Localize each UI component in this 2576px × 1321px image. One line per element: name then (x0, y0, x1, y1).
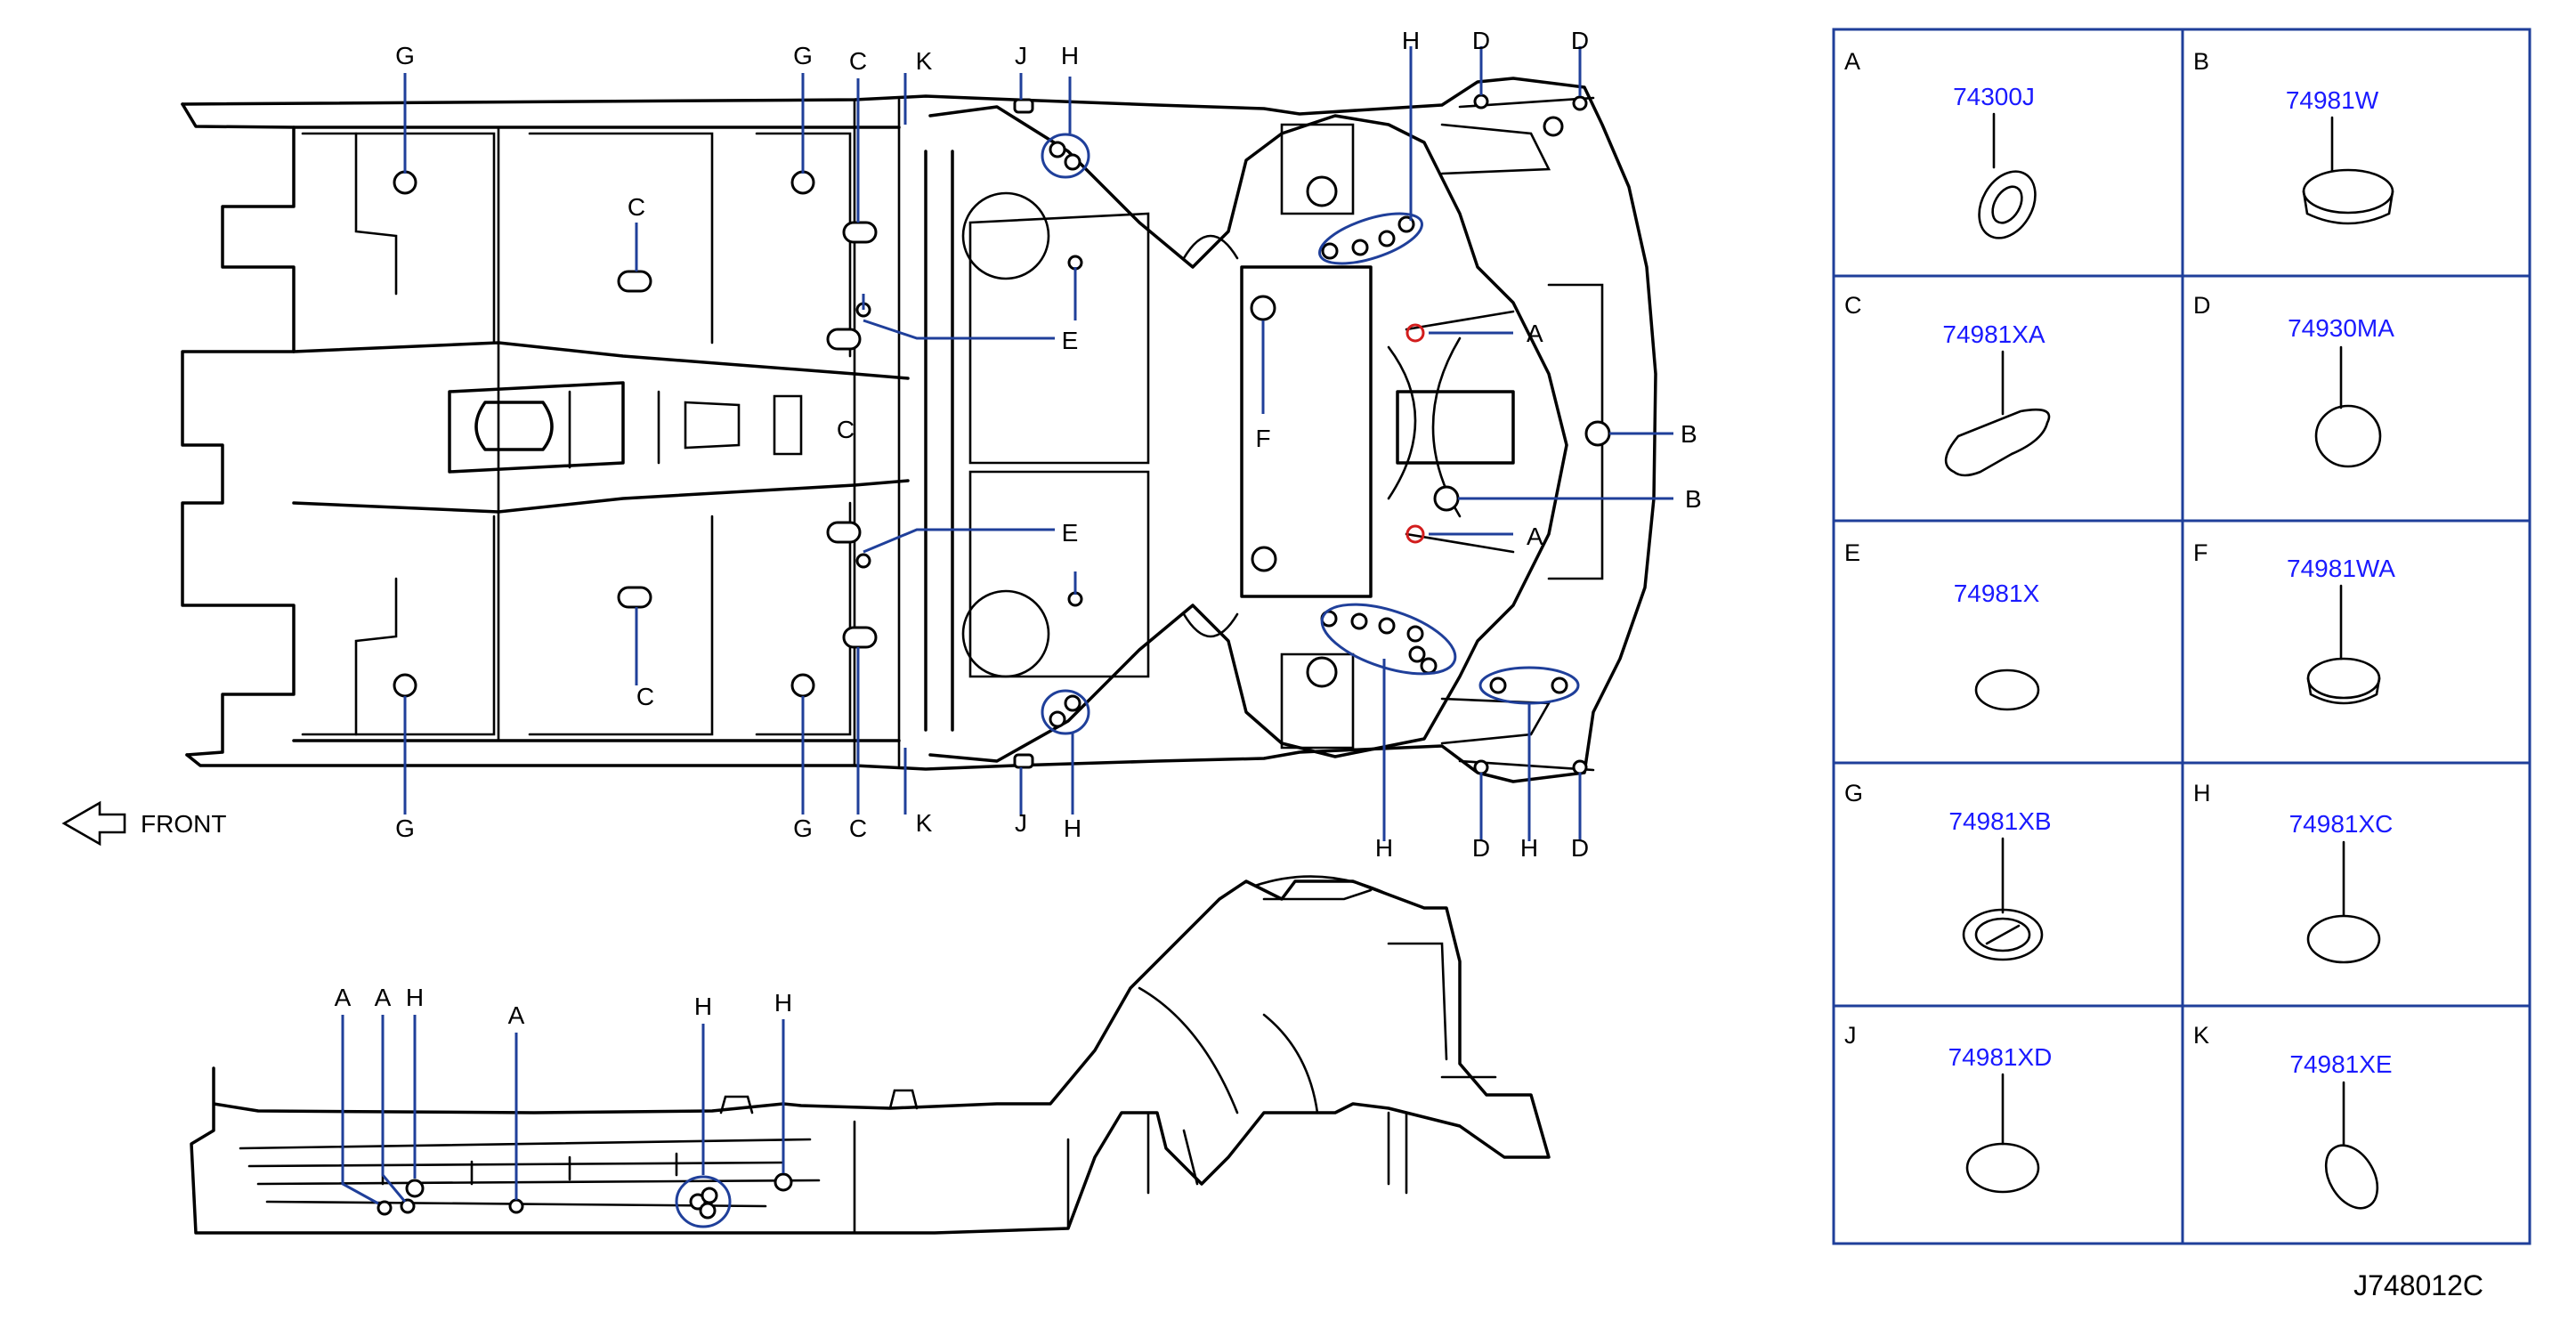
legend-part-G: 74981XB (1948, 807, 2051, 835)
callout-A-top: A (1527, 320, 1543, 347)
callout-H-side-2: H (694, 993, 712, 1020)
oval-plug-part-icon (2324, 1144, 2379, 1210)
legend-part-K: 74981XE (2289, 1050, 2392, 1078)
callout-K-top: K (916, 47, 933, 75)
callout-J-bottom: J (1015, 809, 1027, 837)
callout-groups (1041, 133, 1580, 735)
callout-C-top: C (849, 47, 867, 75)
callout-H-side-3: H (774, 989, 792, 1017)
plug-holes-top (393, 93, 1611, 775)
leader-lines-top (403, 46, 1673, 841)
callout-A-side-2: A (375, 984, 392, 1011)
grommet-part-icon (1978, 170, 2037, 239)
legend-table: A 74300J B 74981W C 74981XA D 74930MA (1832, 28, 2531, 1245)
floor-side-view: A A H A H H (190, 875, 1551, 1235)
callout-A-bottom: A (1527, 523, 1543, 550)
legend-part-E: 74981X (1954, 579, 2040, 607)
flat-plug-part-icon (1974, 669, 2040, 711)
legend-part-A: 74300J (1953, 83, 2035, 110)
callout-H-bottom-mid: H (1375, 834, 1393, 862)
legend-letter-B: B (2193, 48, 2209, 75)
legend-part-C: 74981XA (1942, 320, 2045, 348)
callout-G-bottom-left: G (395, 814, 415, 842)
legend-cell-C: C 74981XA (1844, 292, 2051, 477)
callout-E-bottom: E (1062, 519, 1079, 547)
callout-G-bottom-mid: G (793, 814, 813, 842)
legend-letter-H: H (2193, 780, 2211, 806)
callout-D-top-1: D (1472, 27, 1490, 54)
legend-part-H: 74981XC (2289, 810, 2394, 838)
flat-plug-part-icon (1965, 1142, 2040, 1194)
legend-cell-J: J 74981XD (1844, 1022, 2053, 1194)
callout-C-center-mid: C (837, 416, 855, 443)
callout-C-center-bottom: C (636, 683, 654, 710)
callout-H-bottom-left: H (1064, 814, 1081, 842)
callout-B-bottom: B (1685, 485, 1702, 513)
legend-letter-G: G (1844, 780, 1863, 806)
callout-C-bottom: C (849, 814, 867, 842)
callout-D-bottom-1: D (1472, 834, 1490, 862)
callout-E-top: E (1062, 327, 1079, 354)
front-label: FRONT (141, 810, 226, 838)
callout-H-top-left: H (1061, 42, 1079, 69)
legend-part-F: 74981WA (2287, 555, 2395, 582)
callout-D-bottom-2: D (1571, 834, 1589, 862)
legend-cell-A: A 74300J (1844, 48, 2037, 239)
legend-letter-J: J (1844, 1022, 1857, 1049)
callout-A-side-3: A (508, 1001, 525, 1029)
legend-letter-E: E (1844, 539, 1860, 566)
legend-cell-B: B 74981W (2193, 48, 2394, 225)
flat-plug-part-icon (2306, 914, 2381, 964)
round-plug-part-icon (2314, 404, 2382, 468)
cap-plug-part-icon (2306, 657, 2381, 700)
callout-A-side-1: A (335, 984, 352, 1011)
callout-B-top: B (1681, 420, 1697, 448)
cap-plug-part-icon (2302, 168, 2394, 215)
legend-part-B: 74981W (2286, 86, 2379, 114)
legend-part-D: 74930MA (2288, 314, 2394, 342)
legend-letter-K: K (2193, 1022, 2209, 1049)
legend-letter-C: C (1844, 292, 1862, 319)
legend-letter-A: A (1844, 48, 1860, 75)
legend-cell-E: E 74981X (1844, 539, 2040, 711)
callout-J-top: J (1015, 42, 1027, 69)
callout-G-top-mid: G (793, 42, 813, 69)
callout-K-bottom: K (916, 809, 933, 837)
front-direction-indicator: FRONT (61, 800, 226, 847)
diagram-reference-code: J748012C (2353, 1269, 2483, 1301)
legend-cell-D: D 74930MA (2193, 292, 2394, 468)
legend-cell-H: H 74981XC (2193, 780, 2394, 964)
legend-part-J: 74981XD (1948, 1043, 2053, 1071)
legend-cell-K: K 74981XE (2193, 1022, 2393, 1210)
front-arrow-icon (61, 800, 126, 847)
callout-letters-top: G G C K J H H D D C E C F A B B E A C G … (395, 27, 1702, 862)
callout-H-bottom-right: H (1520, 834, 1538, 862)
callout-F: F (1255, 425, 1270, 452)
callout-D-top-2: D (1571, 27, 1589, 54)
callout-G-top-left: G (395, 42, 415, 69)
callout-H-top-right: H (1402, 27, 1420, 54)
legend-letter-F: F (2193, 539, 2208, 566)
callout-H-side-1: H (406, 984, 424, 1011)
callout-C-center-top: C (628, 193, 645, 221)
legend-cell-F: F 74981WA (2193, 539, 2395, 705)
legend-letter-D: D (2193, 292, 2211, 319)
slotted-plug-part-icon (1962, 908, 2044, 961)
oval-plug-part-icon (1944, 408, 2051, 477)
legend-cell-G: G 74981XB (1844, 780, 2052, 961)
